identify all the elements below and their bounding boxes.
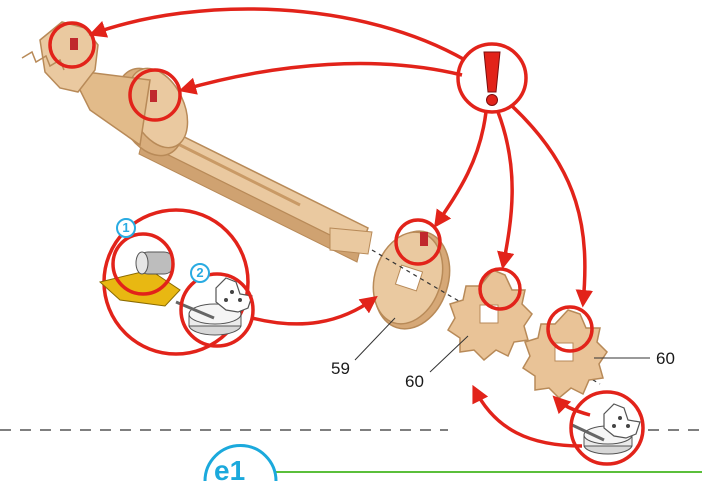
shaft-assembly <box>22 22 372 262</box>
glue-pot-icon-lower <box>570 392 643 464</box>
part-59-disc <box>362 221 462 338</box>
part-label-60-right: 60 <box>656 350 675 367</box>
leader-59 <box>355 318 395 360</box>
part-label-60-left: 60 <box>405 373 424 390</box>
part-label-59: 59 <box>331 360 350 377</box>
gear-60-right <box>523 310 607 398</box>
leader-60-left <box>430 336 468 372</box>
step-badge-1: 1 <box>116 218 136 238</box>
exclamation-icon <box>458 44 526 112</box>
glue-pot-icon <box>176 278 252 335</box>
section-badge-label: e1 <box>214 457 245 481</box>
step-badge-2: 2 <box>190 263 210 283</box>
